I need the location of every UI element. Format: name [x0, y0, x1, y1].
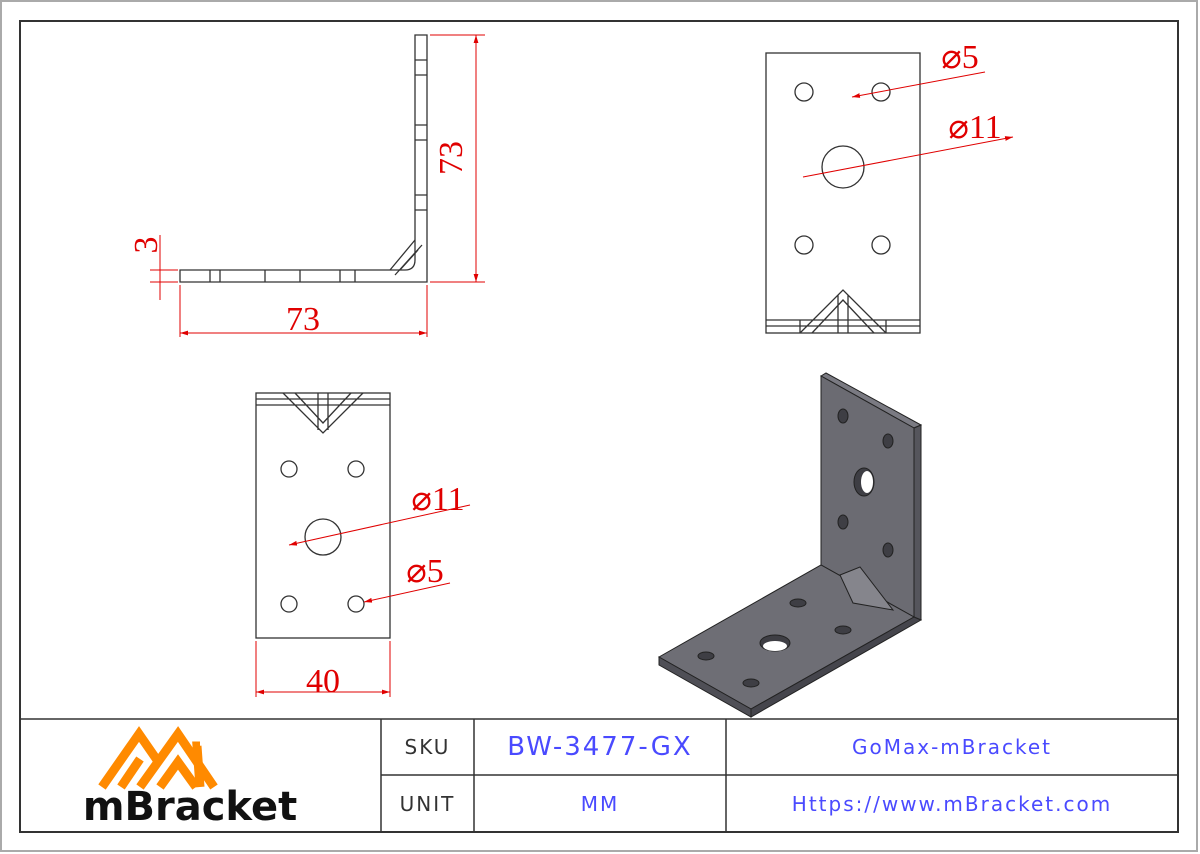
- sku-label: SKU: [404, 735, 451, 759]
- unit-label: UNIT: [399, 791, 456, 816]
- small-hole-dimension-top: ⌀5: [941, 39, 978, 76]
- large-hole-dimension-bottom: ⌀11: [411, 481, 464, 518]
- drawing-frame: [19, 20, 1179, 833]
- height-dimension: 73: [433, 141, 470, 175]
- face-view-bottom: [255, 392, 471, 697]
- title-block-grid: [20, 718, 1178, 832]
- thickness-dimension: 3: [128, 237, 165, 254]
- unit-value: MM: [580, 791, 620, 816]
- face-view-top: [765, 52, 1014, 334]
- sku-value: BW-3477-GX: [507, 732, 693, 762]
- side-view: [150, 34, 485, 337]
- width-dimension: 40: [306, 663, 340, 700]
- website-link[interactable]: Https://www.mBracket.com: [791, 791, 1113, 816]
- product-name: GoMax-mBracket: [852, 735, 1052, 759]
- mbracket-logo: mBracket: [83, 726, 297, 830]
- isometric-view: [657, 372, 923, 718]
- logo-text: mBracket: [83, 784, 297, 830]
- length-dimension: 73: [286, 301, 320, 338]
- small-hole-dimension-bottom: ⌀5: [406, 553, 443, 590]
- large-hole-dimension-top: ⌀11: [948, 109, 1001, 146]
